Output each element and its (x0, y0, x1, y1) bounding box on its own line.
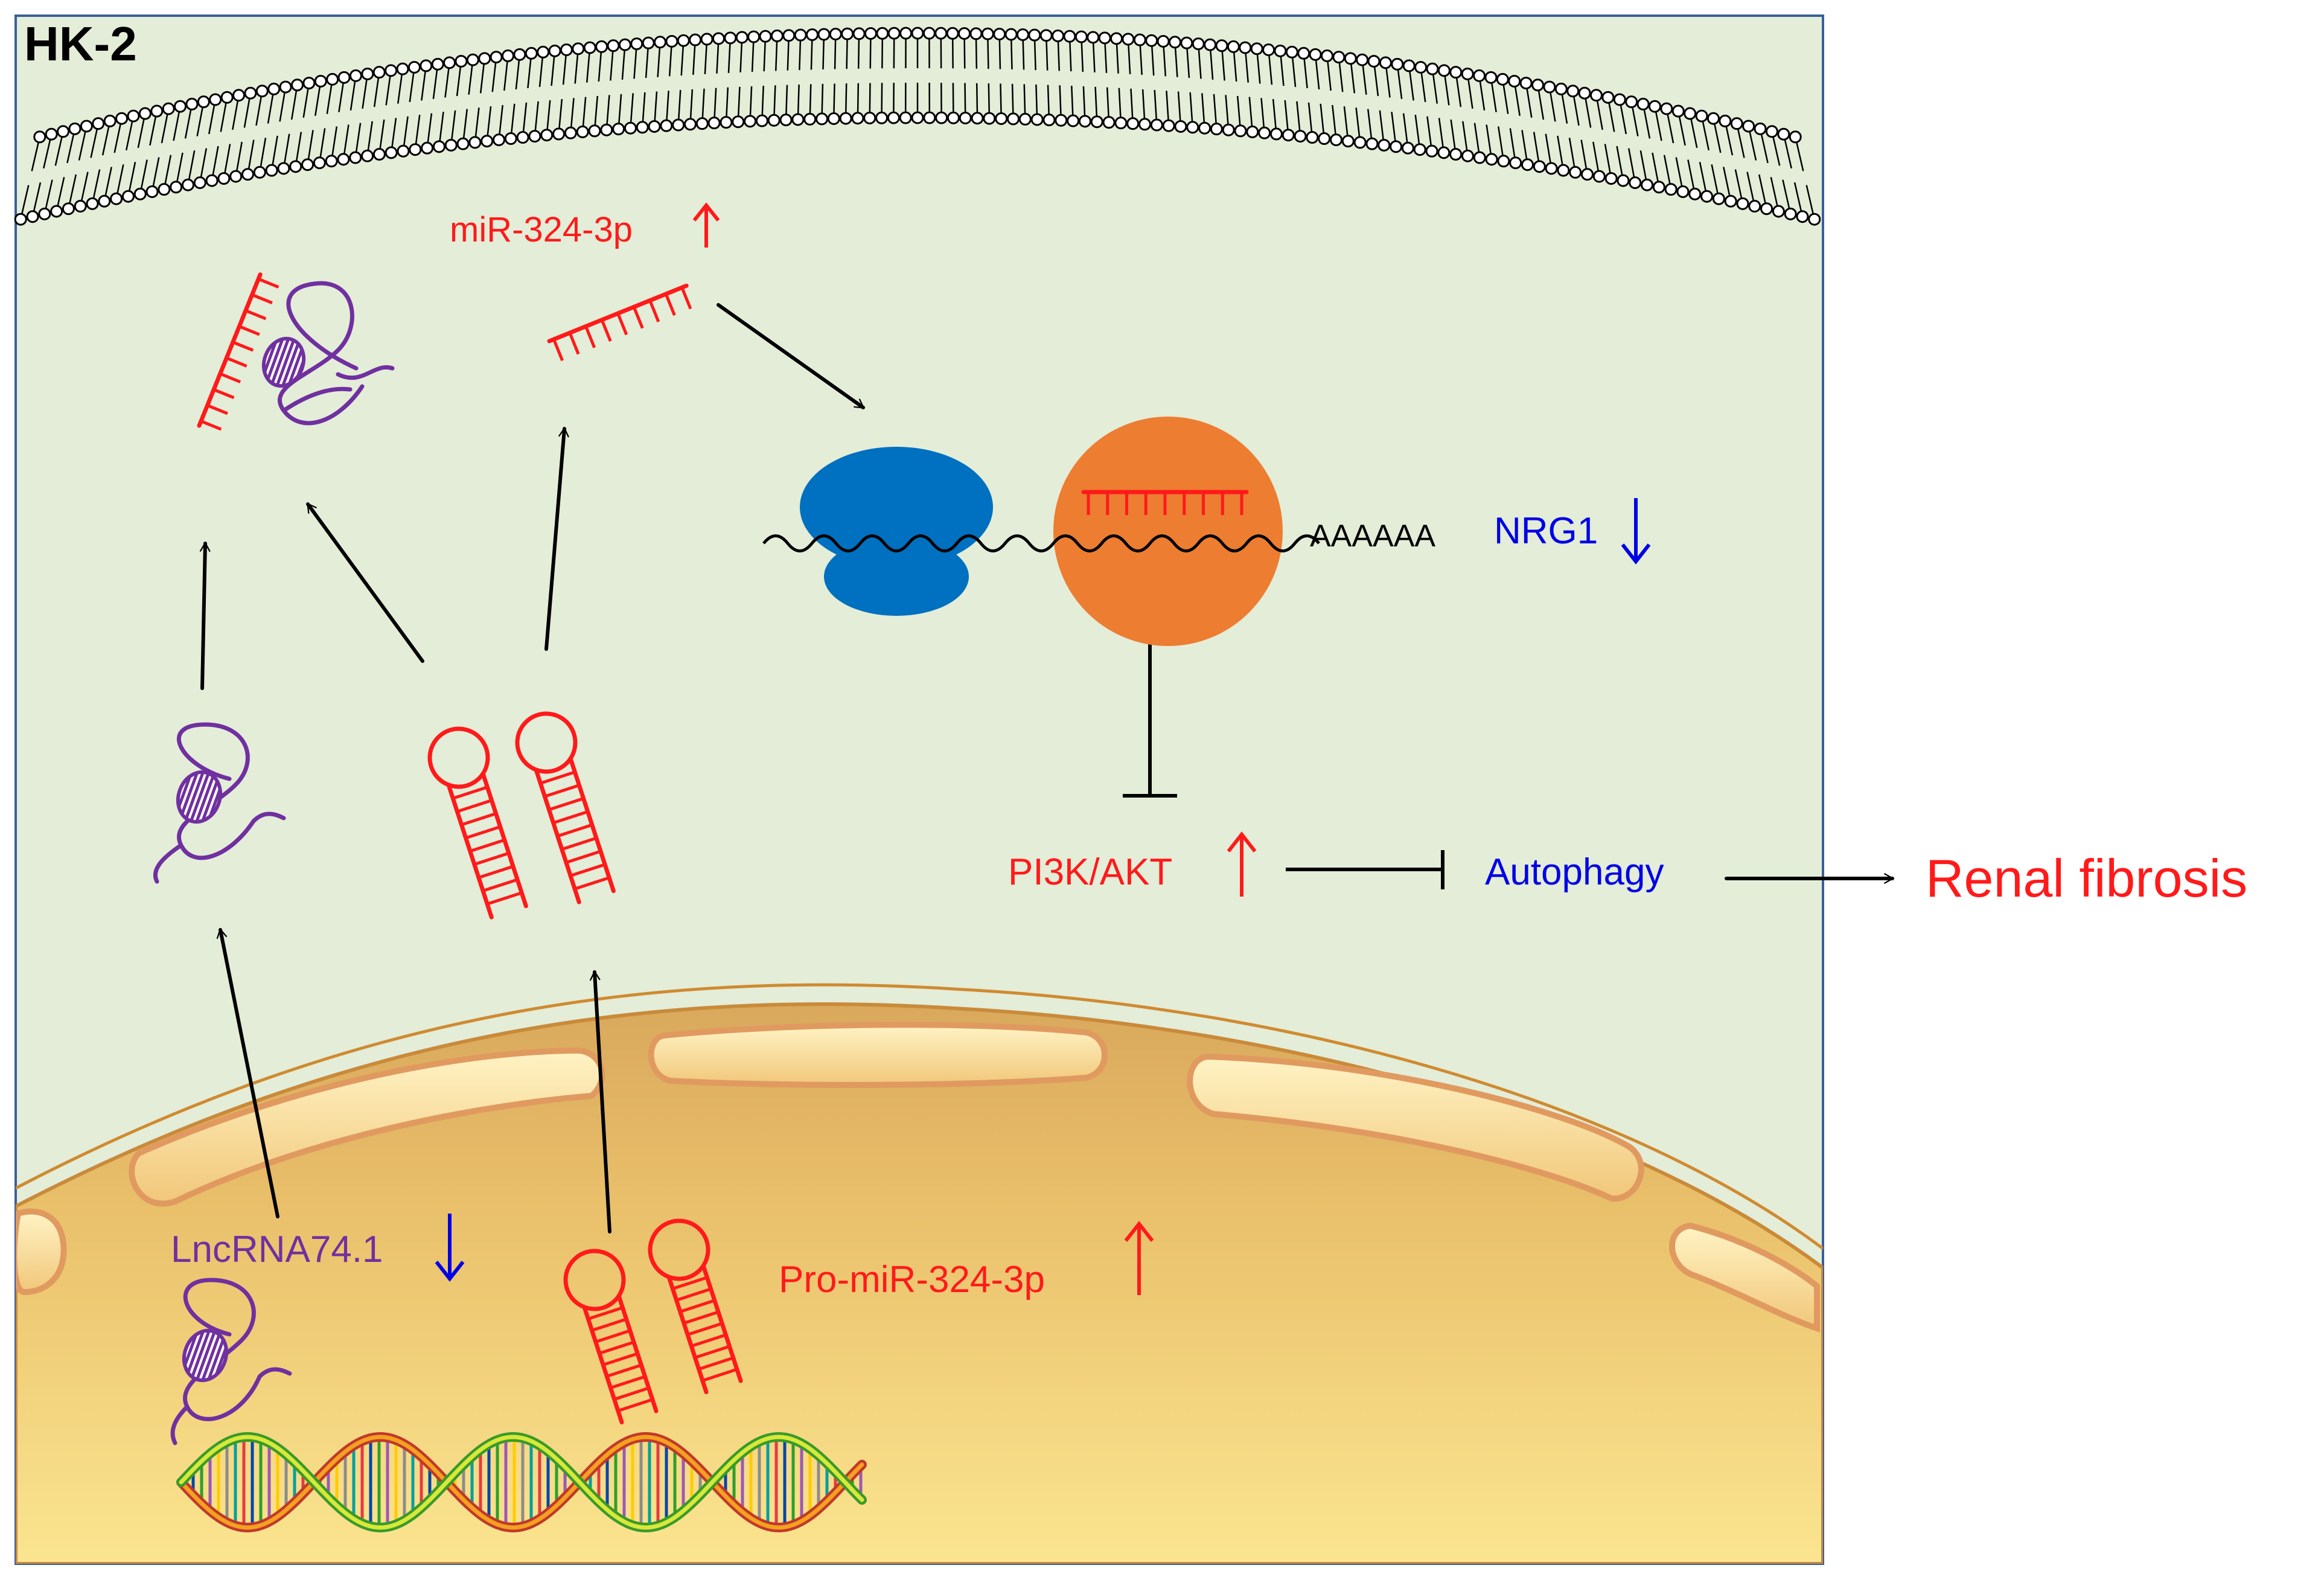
cell-label: HK-2 (24, 17, 137, 71)
label-renal-fibrosis: Renal fibrosis (1926, 848, 2247, 908)
label-pi3k-akt: PI3K/AKT (1008, 851, 1172, 893)
label-nrg1: NRG1 (1494, 510, 1598, 552)
label-polya-tail: AAAAAA (1310, 519, 1435, 554)
label-mir-324-3p: miR-324-3p (450, 210, 633, 249)
label-autophagy: Autophagy (1485, 851, 1664, 893)
label-lncrna74-1: LncRNA74.1 (171, 1229, 383, 1270)
label-pro-mir-324-3p: Pro-miR-324-3p (779, 1259, 1045, 1301)
ago-complex (1053, 417, 1283, 646)
ago-bound-mirna (1084, 492, 1247, 515)
